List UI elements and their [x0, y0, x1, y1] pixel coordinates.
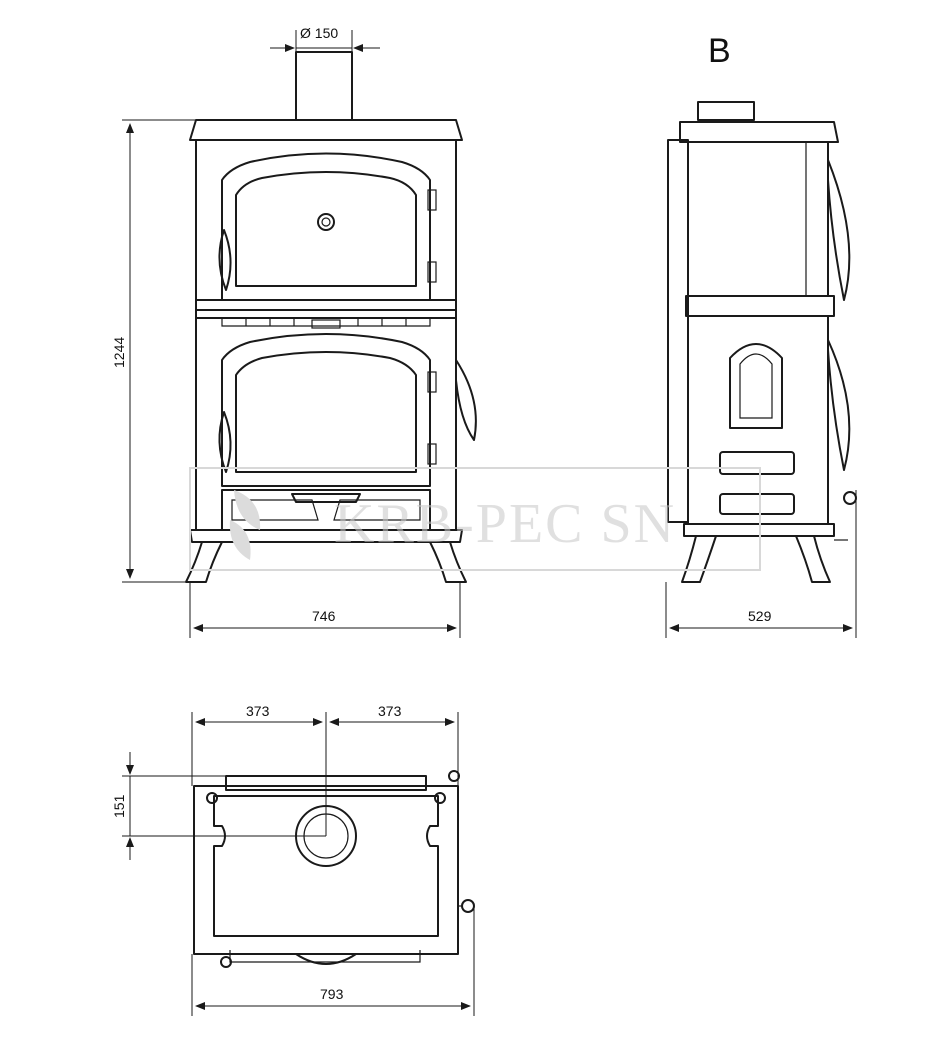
firebox-door-frame [221, 333, 431, 487]
firebox-door-glass [235, 351, 417, 473]
side-depth-label: 529 [748, 608, 772, 624]
front-view [185, 51, 477, 583]
dimension-lines [122, 30, 857, 1016]
side-right-leg [795, 535, 831, 583]
side-lower-handle [827, 339, 851, 471]
watermark: KRB-PEC SN [189, 467, 761, 571]
ash-drawer-handle [291, 493, 361, 503]
front-base [189, 529, 463, 543]
side-flue-pipe [697, 101, 755, 121]
side-window-frame [729, 343, 783, 429]
side-view [667, 101, 857, 583]
side-slot-lower [719, 493, 795, 515]
side-knob-icon [843, 491, 857, 505]
watermark-text: KRB-PEC SN [334, 493, 676, 555]
oven-door-glass [235, 171, 417, 287]
top-front-handle [295, 953, 357, 965]
top-cooking-plate [213, 795, 439, 937]
front-left-leg [185, 541, 223, 583]
firebox-door-handle [218, 411, 232, 473]
side-upper-handle [827, 159, 851, 301]
side-back-panel [667, 139, 689, 523]
front-flue-pipe [295, 51, 353, 121]
front-upper-body [195, 139, 457, 311]
oven-door-frame [221, 152, 431, 301]
top-view [193, 770, 475, 968]
side-top-plate [679, 121, 839, 143]
side-left-leg [681, 535, 717, 583]
top-total-width-label: 793 [320, 986, 344, 1002]
flue-diameter-label: Ø 150 [300, 25, 338, 41]
height-label: 1244 [111, 337, 127, 368]
front-top-plate [189, 119, 463, 141]
side-window-glass [739, 353, 773, 419]
side-base [683, 523, 835, 537]
side-slot-upper [719, 451, 795, 475]
front-width-label: 746 [312, 608, 336, 624]
top-left-half-label: 373 [246, 703, 270, 719]
view-label: B [708, 32, 731, 70]
top-right-half-label: 373 [378, 703, 402, 719]
flue-offset-label: 151 [111, 794, 127, 818]
top-side-knob-icon [461, 899, 475, 913]
side-upper-body [687, 141, 829, 297]
front-right-leg [429, 541, 467, 583]
oven-door-handle [218, 229, 232, 291]
side-middle-band [685, 295, 835, 317]
side-lever-handle [455, 359, 477, 441]
oven-thermometer-icon [317, 213, 335, 231]
side-lower-body [687, 315, 829, 525]
